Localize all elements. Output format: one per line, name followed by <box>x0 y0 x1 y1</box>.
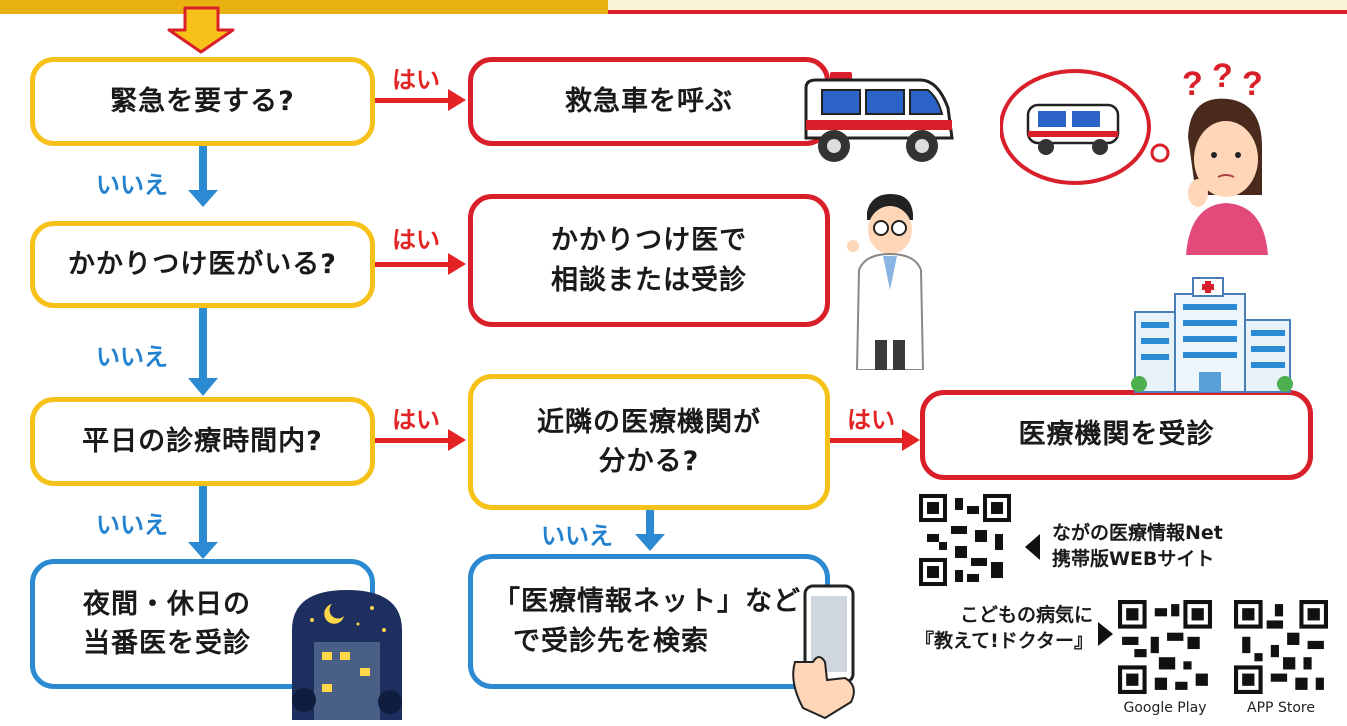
consult-family-doctor-box: かかりつけ医で相談または受診 <box>468 194 830 327</box>
yes-arrows <box>374 89 920 451</box>
qr-code-icon <box>919 494 1011 586</box>
site-qr-caption-line2: 携帯版WEBサイト <box>1052 547 1215 570</box>
no-label: いいえ <box>96 343 168 371</box>
google-play-label: Google Play <box>1123 700 1207 716</box>
no-label: いいえ <box>96 171 168 199</box>
yes-label: はい <box>847 406 895 434</box>
site-qr-caption: ながの医療情報Net 携帯版WEBサイト <box>1052 521 1223 572</box>
family-doctor-question: かかりつけ医がいる? <box>30 221 375 308</box>
qr-pointer-1 <box>1025 534 1040 560</box>
yes-label: はい <box>392 226 440 254</box>
qr-code-icon <box>1118 600 1212 694</box>
svg-text:?: ? <box>1182 65 1203 103</box>
top-banner <box>0 0 608 14</box>
no-label: いいえ <box>541 522 613 550</box>
top-banner-right <box>608 0 1347 14</box>
app-qr-caption-line1: こどもの病気に <box>959 604 1093 626</box>
ambulance-icon <box>804 72 954 162</box>
app-qr-caption-line2: 『教えて!ドクター』 <box>915 629 1093 652</box>
yes-label: はい <box>392 66 440 94</box>
start-arrow <box>167 6 235 54</box>
night-hospital-icon <box>292 590 402 720</box>
yes-label: はい <box>392 406 440 434</box>
app-store-label: APP Store <box>1247 700 1315 716</box>
worried-woman-icon: ? ? ? <box>1000 57 1268 255</box>
svg-text:?: ? <box>1212 57 1233 95</box>
qr-pointer-2 <box>1098 622 1113 646</box>
weekday-hours-question: 平日の診療時間内? <box>30 397 375 486</box>
no-arrows <box>188 146 665 559</box>
svg-text:?: ? <box>1242 65 1263 103</box>
know-nearby-clinic-question: 近隣の医療機関が分かる? <box>468 374 830 510</box>
site-qr-caption-line1: ながの医療情報Net <box>1052 522 1223 544</box>
hospital-icon <box>1131 277 1293 393</box>
no-label: いいえ <box>96 511 168 539</box>
smartphone-icon <box>792 584 855 720</box>
doctor-icon <box>847 194 925 370</box>
emergency-question: 緊急を要する? <box>30 57 375 146</box>
visit-clinic-box: 医療機関を受診 <box>920 390 1313 480</box>
call-ambulance-box: 救急車を呼ぶ <box>468 57 830 146</box>
search-clinic-box: 「医療情報ネット」などで受診先を検索 <box>468 554 830 689</box>
app-qr-caption: こどもの病気に 『教えて!ドクター』 <box>910 603 1093 654</box>
qr-code-icon <box>1234 600 1328 694</box>
